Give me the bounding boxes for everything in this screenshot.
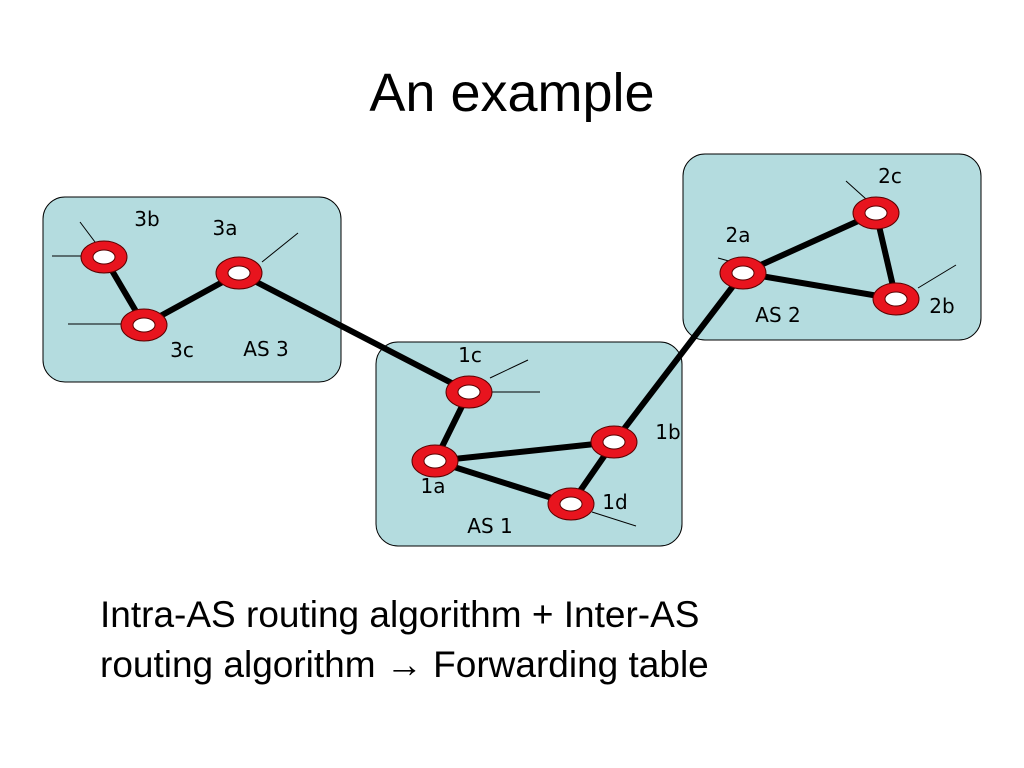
router-label-2b: 2b bbox=[929, 294, 954, 318]
as-region-3 bbox=[42, 196, 342, 383]
caption-line-2-start: routing algorithm bbox=[100, 644, 376, 685]
arrow-icon: → bbox=[385, 644, 423, 685]
link-2a-2c bbox=[740, 210, 879, 276]
router-label-2a: 2a bbox=[726, 223, 751, 247]
router-label-1a: 1a bbox=[421, 474, 446, 498]
router-1d-hole bbox=[559, 496, 583, 512]
router-3c bbox=[120, 308, 168, 342]
router-1c bbox=[445, 375, 493, 409]
slide-title: An example bbox=[369, 63, 655, 123]
router-2b-hole bbox=[884, 291, 908, 307]
router-label-1d: 1d bbox=[602, 490, 627, 514]
router-1c-external-link-1 bbox=[489, 359, 529, 379]
router-label-3c: 3c bbox=[170, 338, 194, 362]
router-label-3b: 3b bbox=[134, 207, 159, 231]
as-label-1: AS 1 bbox=[467, 514, 512, 538]
router-1b bbox=[590, 425, 638, 459]
router-3a-hole bbox=[227, 265, 251, 281]
caption-line-1: Intra-AS routing algorithm + Inter-AS bbox=[100, 594, 700, 635]
router-3b-hole bbox=[92, 249, 116, 265]
link-1a-1b bbox=[432, 439, 617, 464]
router-2b-external-link-1 bbox=[917, 264, 957, 289]
link-3a-1c bbox=[236, 270, 472, 395]
router-1d-external-link-1 bbox=[591, 511, 637, 527]
caption: Intra-AS routing algorithm + Inter-AS ro… bbox=[100, 590, 709, 690]
router-1d bbox=[547, 487, 595, 521]
link-1a-1d bbox=[432, 458, 574, 507]
caption-line-2-end: Forwarding table bbox=[433, 644, 709, 685]
as-label-2: AS 2 bbox=[755, 303, 800, 327]
router-3a-external-link-1 bbox=[261, 232, 299, 263]
router-2b bbox=[872, 282, 920, 316]
router-3b bbox=[80, 240, 128, 274]
router-label-1b: 1b bbox=[655, 420, 680, 444]
router-3c-hole bbox=[132, 317, 156, 333]
router-label-2c: 2c bbox=[878, 164, 902, 188]
router-2c bbox=[852, 196, 900, 230]
router-2a-hole bbox=[731, 265, 755, 281]
caption-line-2: routing algorithm → Forwarding table bbox=[100, 640, 709, 690]
link-2a-2b bbox=[740, 270, 899, 302]
router-1a bbox=[411, 444, 459, 478]
router-2a bbox=[719, 256, 767, 290]
router-2c-hole bbox=[864, 205, 888, 221]
router-label-1c: 1c bbox=[458, 343, 482, 367]
as-label-3: AS 3 bbox=[243, 337, 288, 361]
router-2c-external-link-1 bbox=[845, 180, 867, 200]
link-1b-2a bbox=[611, 270, 746, 445]
router-1b-hole bbox=[602, 434, 626, 450]
router-1c-hole bbox=[457, 384, 481, 400]
router-3a bbox=[215, 256, 263, 290]
router-label-3a: 3a bbox=[213, 216, 238, 240]
router-1a-hole bbox=[423, 453, 447, 469]
